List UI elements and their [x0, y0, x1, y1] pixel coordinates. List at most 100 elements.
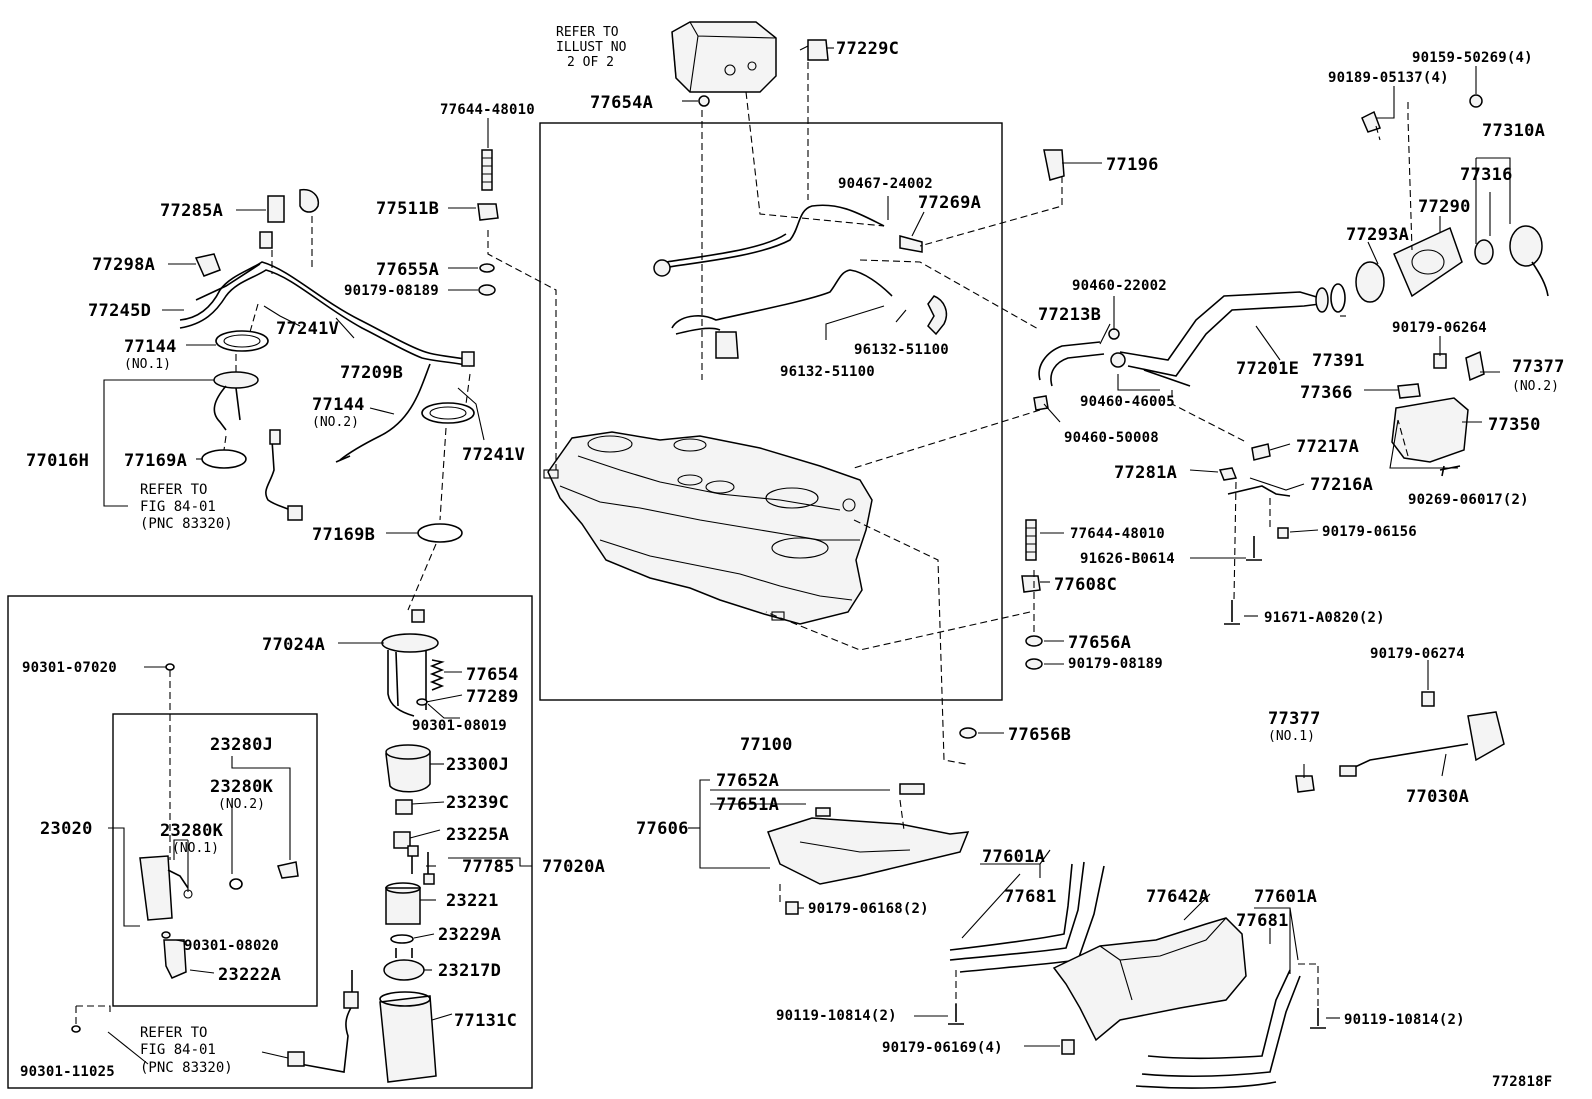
label-77651a: 77651A — [716, 795, 779, 815]
label-77290: 77290 — [1418, 197, 1471, 217]
filter-23217d — [383, 948, 425, 981]
label-90301-07020: 90301-07020 — [22, 660, 117, 676]
screw-90159-50269 — [1469, 94, 1483, 108]
label-77316: 77316 — [1460, 165, 1513, 185]
label-23217d: 23217D — [438, 961, 501, 981]
bolt-91626-b0614 — [1246, 536, 1262, 561]
label-77655a: 77655A — [376, 260, 439, 280]
label-90467-24002: 90467-24002 — [838, 176, 933, 192]
label-23280j: 23280J — [210, 735, 273, 755]
nut-77655a — [479, 263, 495, 273]
spring-77366 — [1397, 383, 1421, 399]
label-77281a: 77281A — [1114, 463, 1177, 483]
lid-opener-77030a — [1339, 711, 1505, 777]
label-77293a: 77293A — [1346, 225, 1409, 245]
fuel-tank-frame — [539, 122, 1003, 701]
filler-hose-77213b — [1038, 341, 1105, 387]
sender-23222a — [163, 939, 187, 979]
o-ring-90301-11025 — [71, 1025, 81, 1033]
gasket-77285a — [267, 188, 320, 223]
clip-77196 — [1043, 149, 1065, 181]
clamp-90460-50008 — [1033, 395, 1049, 411]
label-77366: 77366 — [1300, 383, 1353, 403]
refer-fig2-line1: REFER TO — [140, 1025, 207, 1041]
cushion-23239c — [395, 799, 413, 815]
gasket-77169b — [417, 523, 463, 543]
label-77209b: 77209B — [340, 363, 403, 383]
label-77654: 77654 — [466, 665, 519, 685]
no2-tag-77377: (NO.2) — [1512, 379, 1559, 394]
cushion-77511b — [477, 203, 499, 221]
label-77201e: 77201E — [1236, 359, 1299, 379]
no1-tag-23280k: (NO.1) — [172, 841, 219, 856]
sender-gauge-77016h — [213, 371, 259, 431]
label-77350: 77350 — [1488, 415, 1541, 435]
refer-illust-line1: REFER TO — [556, 25, 619, 40]
nut-90179-06264 — [1433, 353, 1447, 369]
no1-tag-77144: (NO.1) — [124, 357, 171, 372]
wire-harness-lower — [287, 970, 359, 1073]
label-77601a-left: 77601A — [982, 847, 1045, 867]
grommet-77654a — [698, 95, 710, 107]
nut-90179-08189-right — [1025, 658, 1043, 670]
nut-90179-06274 — [1421, 691, 1435, 707]
float-23280k-no2 — [277, 861, 299, 879]
gasket-77391 — [1330, 283, 1346, 313]
bolt-91671-a0820 — [1224, 600, 1240, 625]
refer-fig1-line1: REFER TO — [140, 482, 207, 498]
label-90119-10814-b: 90119-10814(2) — [1344, 1012, 1465, 1028]
label-90159-50269: 90159-50269(4) — [1412, 50, 1533, 66]
fuel-cap-77310a — [1509, 225, 1549, 297]
float-23280k-no1 — [229, 878, 243, 890]
vent-hose — [661, 204, 885, 269]
label-23280k-no2: 23280K — [210, 777, 274, 797]
label-77608c: 77608C — [1054, 575, 1117, 595]
label-77241v-bottom: 77241V — [462, 445, 525, 465]
label-77100: 77100 — [740, 735, 793, 755]
label-77681-right: 77681 — [1236, 911, 1289, 931]
clip-77229c — [799, 39, 829, 61]
filler-pipe-77201e — [1119, 287, 1329, 387]
cushion-77608c — [1021, 575, 1041, 593]
nut-77656a — [1025, 635, 1043, 647]
cushion-77377-no1 — [1295, 775, 1315, 793]
label-90301-08020: 90301-08020 — [184, 938, 279, 954]
label-77030a: 77030A — [1406, 787, 1469, 807]
bracket-77216a — [1227, 485, 1291, 497]
fuel-pump-23221 — [385, 882, 421, 925]
label-90460-46005: 90460-46005 — [1080, 394, 1175, 410]
label-77644-48010-right: 77644-48010 — [1070, 526, 1165, 542]
label-77229c: 77229C — [836, 39, 899, 59]
bolt-90119-10814-a — [948, 1004, 964, 1025]
label-90460-22002: 90460-22002 — [1072, 278, 1167, 294]
pump-assembly-frame — [7, 595, 533, 1089]
pump-bracket-77024a — [381, 609, 439, 717]
diagram-id: 772818F — [1492, 1074, 1552, 1090]
label-23300j: 23300J — [446, 755, 509, 775]
label-77213b: 77213B — [1038, 305, 1101, 325]
label-77785: 77785 — [462, 857, 515, 877]
bolt-90119-10814-b — [1310, 1008, 1326, 1029]
label-90301-11025: 90301-11025 — [20, 1064, 115, 1080]
gasket-77316 — [1474, 239, 1494, 265]
evap-hose — [671, 269, 893, 329]
label-77169a: 77169A — [124, 451, 187, 471]
label-77216a: 77216A — [1310, 475, 1373, 495]
label-77601a-right: 77601A — [1254, 887, 1317, 907]
gasket-77169a — [201, 449, 247, 469]
label-90179-06156: 90179-06156 — [1322, 524, 1417, 540]
nut-90179-08189-top — [478, 284, 496, 296]
wire-77785 — [407, 845, 435, 885]
no2-tag-77144: (NO.2) — [312, 415, 359, 430]
clamp-90460-22002 — [1108, 328, 1120, 340]
stud-bolt-77644 — [481, 149, 493, 191]
refer-fig2-line2: FIG 84-01 — [140, 1042, 216, 1058]
label-23280k-no1: 23280K — [160, 821, 224, 841]
sender-gauge-frame — [112, 713, 318, 1007]
assembly-lines — [75, 62, 1413, 1026]
label-77656a: 77656A — [1068, 633, 1131, 653]
washer-77289 — [416, 698, 428, 706]
label-23225a: 23225A — [446, 825, 509, 845]
label-23222a: 23222A — [218, 965, 281, 985]
fuel-filter-23300j — [385, 744, 431, 793]
